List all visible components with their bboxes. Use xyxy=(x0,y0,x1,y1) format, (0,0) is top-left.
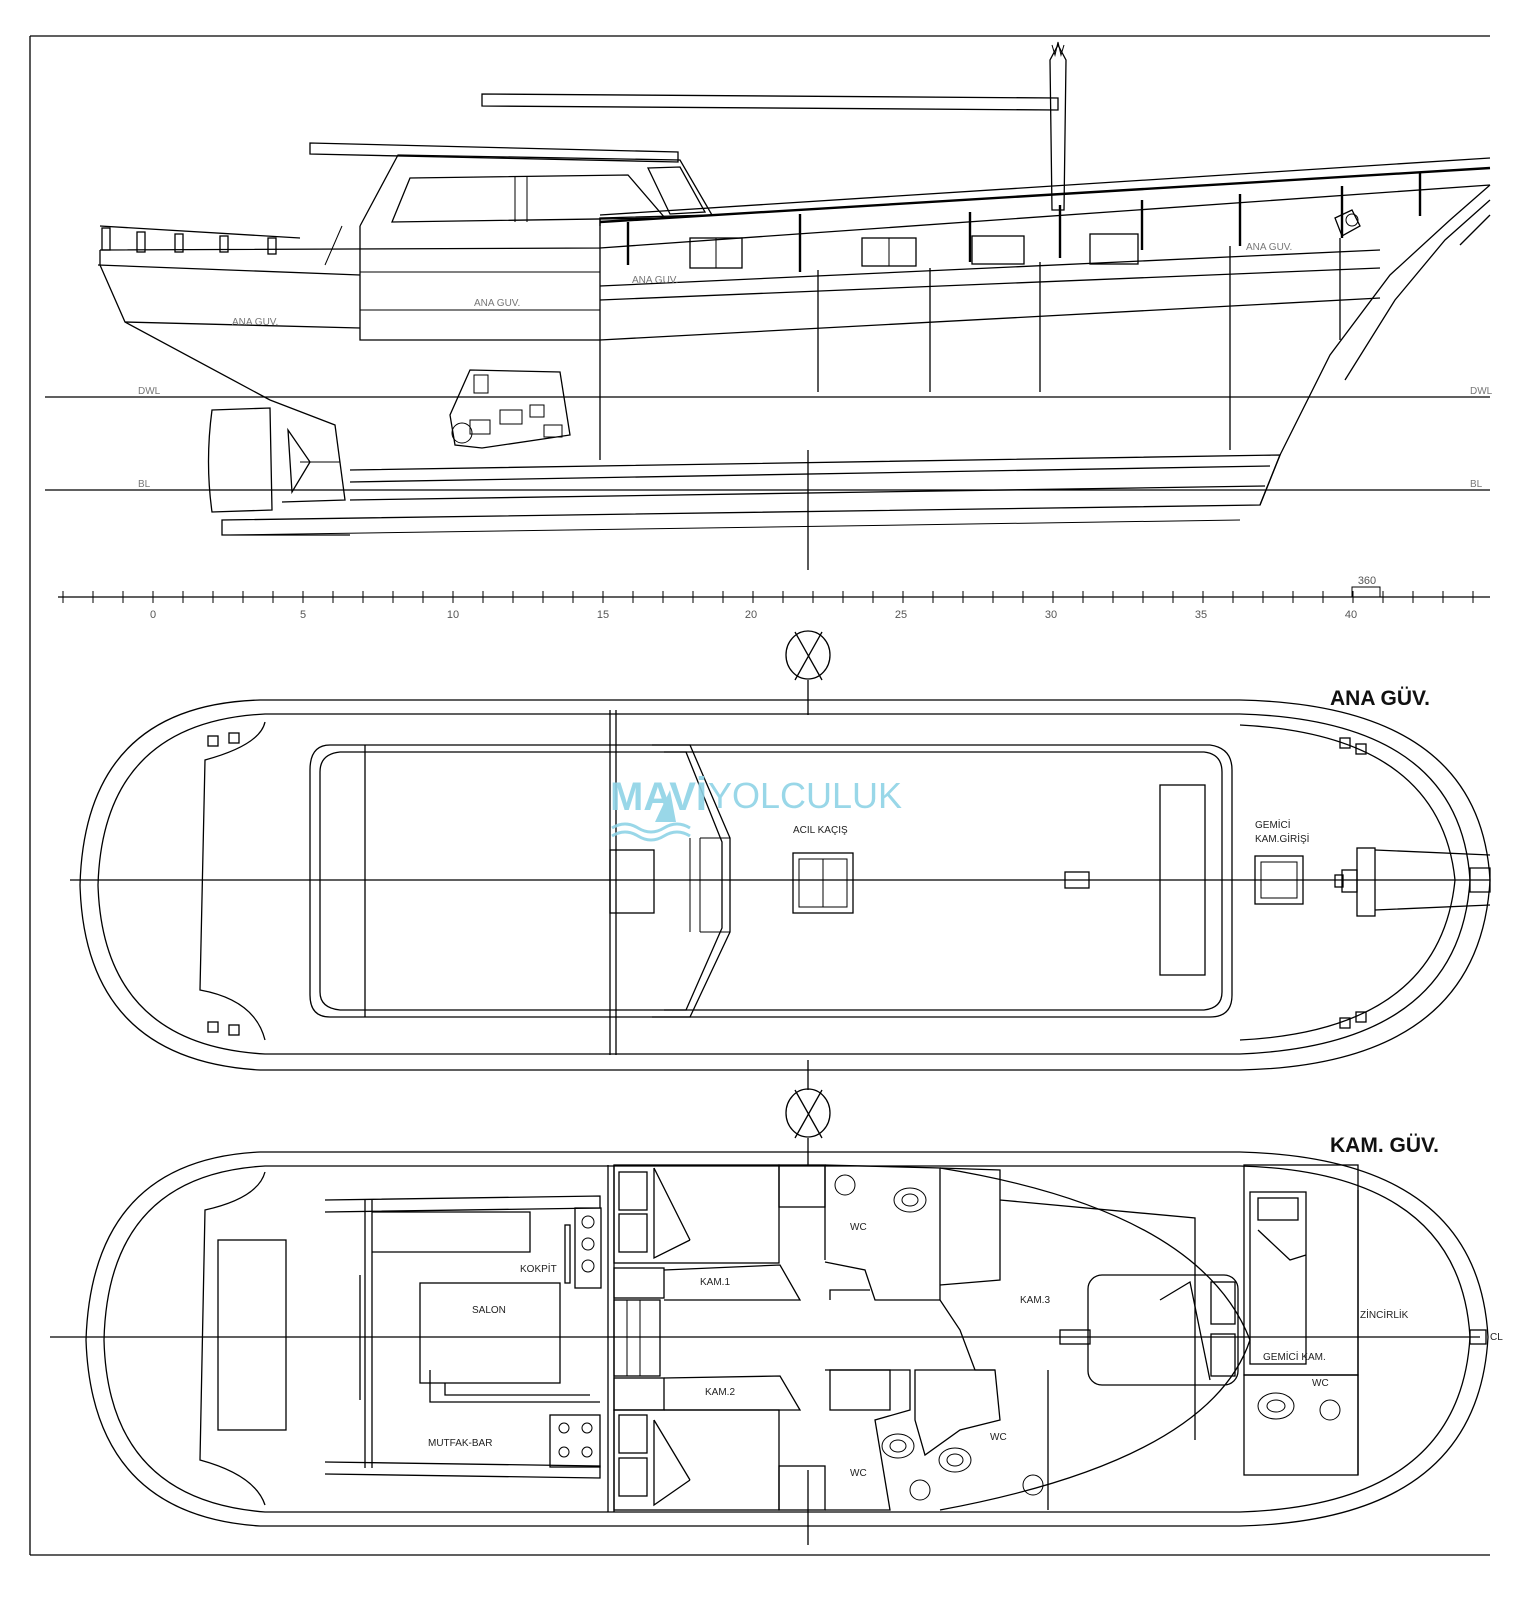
deck-vent xyxy=(1064,871,1090,889)
wheelhouse-window xyxy=(391,174,667,223)
frame-tick-label-25: 25 xyxy=(895,609,907,621)
frame-tick-label-5: 5 xyxy=(300,609,306,621)
crew-entry-label-2: KAM.GİRİŞİ xyxy=(1255,832,1309,845)
crew-entry-hatch xyxy=(1254,855,1304,905)
bl-label-right: BL xyxy=(1470,479,1483,490)
frame-tick-label-20: 20 xyxy=(745,609,757,621)
deck-label-4: ANA GUV. xyxy=(1246,242,1292,253)
watermark-logo: MAVİ YOLCULUK xyxy=(610,775,902,842)
stern-rail xyxy=(99,225,301,255)
logo-text-yolculuk: YOLCULUK xyxy=(708,775,902,816)
galley-label: MUTFAK-BAR xyxy=(428,1438,492,1449)
hull-windows xyxy=(689,233,1139,269)
main-deck-title: ANA GÜV. xyxy=(1330,687,1430,710)
deck-label-2: ANA GUV. xyxy=(474,298,520,309)
windshield xyxy=(652,744,731,1018)
forward-hatch xyxy=(1159,784,1206,976)
wheelhouse-roof xyxy=(309,142,679,163)
deckhouse xyxy=(309,744,1233,1018)
wheelhouse-door-window xyxy=(646,166,707,215)
cabin-deck-plan: KAM. GÜV. CL SALON KOKPİT MUTFAK-BAR xyxy=(50,1134,1503,1545)
frame-tick-label-40: 40 xyxy=(1345,609,1357,621)
wc2-label: WC xyxy=(850,1468,867,1479)
emergency-hatch xyxy=(792,852,854,914)
cabin-deck-hull-outer xyxy=(85,1151,1489,1527)
stern xyxy=(99,250,271,401)
aft-sunbed xyxy=(217,1239,287,1431)
emergency-exit-label: ACIL KAÇIŞ xyxy=(793,825,848,836)
dwl-label-left: DWL xyxy=(138,386,161,397)
bowsprit xyxy=(1374,849,1491,911)
crew-cabin-label: GEMİCİ KAM. xyxy=(1263,1350,1326,1363)
boom xyxy=(481,93,1059,111)
keel xyxy=(221,454,1281,536)
midship-symbol-2 xyxy=(785,1060,831,1165)
frame-tick-label-10: 10 xyxy=(447,609,459,621)
main-deck-hull-outer xyxy=(79,699,1491,1071)
sheer-line xyxy=(599,166,1491,224)
wc1-label: WC xyxy=(850,1222,867,1233)
mast xyxy=(1049,43,1067,211)
frame-tick-label-0: 0 xyxy=(150,609,156,621)
main-deck-plan: ANA GÜV. ACIL KAÇIŞ xyxy=(70,687,1491,1071)
salon-table xyxy=(419,1282,561,1384)
scale-ticks xyxy=(62,591,1474,603)
deck-label-3: ANA GUV. xyxy=(632,275,678,286)
rudder xyxy=(207,407,273,513)
midship-symbol-1 xyxy=(785,630,831,715)
frame-tick-label-15: 15 xyxy=(597,609,609,621)
centerline-label: CL xyxy=(1490,1332,1503,1343)
main-deck-hull-inner xyxy=(97,713,1471,1055)
wc4-label: WC xyxy=(1312,1378,1329,1389)
cabin-deck-title: KAM. GÜV. xyxy=(1330,1134,1439,1157)
wc3-label: WC xyxy=(990,1432,1007,1443)
cabin1-bed-b xyxy=(618,1213,648,1253)
engine-icon xyxy=(449,369,571,449)
windlass-icon xyxy=(1334,209,1361,237)
windlass-icon-plan xyxy=(1334,847,1376,917)
dwl-label-right: DWL xyxy=(1470,386,1493,397)
cabin1-label: KAM.1 xyxy=(700,1277,730,1288)
crew-entry-label-1: GEMİCİ xyxy=(1255,818,1291,831)
frame-tick-label-30: 30 xyxy=(1045,609,1057,621)
bow xyxy=(1259,184,1491,506)
cabin2-bed-b xyxy=(618,1457,648,1497)
cabin1-bed-a xyxy=(618,1171,648,1211)
cabin3-bed xyxy=(1087,1274,1239,1386)
chain-locker-label: ZİNCİRLİK xyxy=(1360,1308,1409,1321)
cabin2-label: KAM.2 xyxy=(705,1387,735,1398)
bulwark-posts xyxy=(626,172,1422,272)
frame-spacing-label: 360 xyxy=(1358,575,1376,587)
salon-label: SALON xyxy=(472,1305,506,1316)
logo-text-mavi: MAVİ xyxy=(610,775,707,819)
cabin3-diagonal xyxy=(939,1167,1251,1511)
deck-label-1: ANA GUV. xyxy=(232,317,278,328)
cabin2-bed-a xyxy=(618,1414,648,1454)
bl-label-left: BL xyxy=(138,479,151,490)
side-profile-view: DWL DWL BL BL xyxy=(45,41,1493,570)
drawing-frame xyxy=(29,35,1490,1556)
cabin3-label: KAM.3 xyxy=(1020,1295,1050,1306)
companionway-stairs xyxy=(613,1299,661,1377)
kokpit-label: KOKPİT xyxy=(520,1262,557,1275)
crew-bunk xyxy=(1249,1191,1307,1365)
frame-scale: 0 5 10 15 20 25 30 35 40 360 xyxy=(58,575,1490,621)
frame-tick-label-35: 35 xyxy=(1195,609,1207,621)
